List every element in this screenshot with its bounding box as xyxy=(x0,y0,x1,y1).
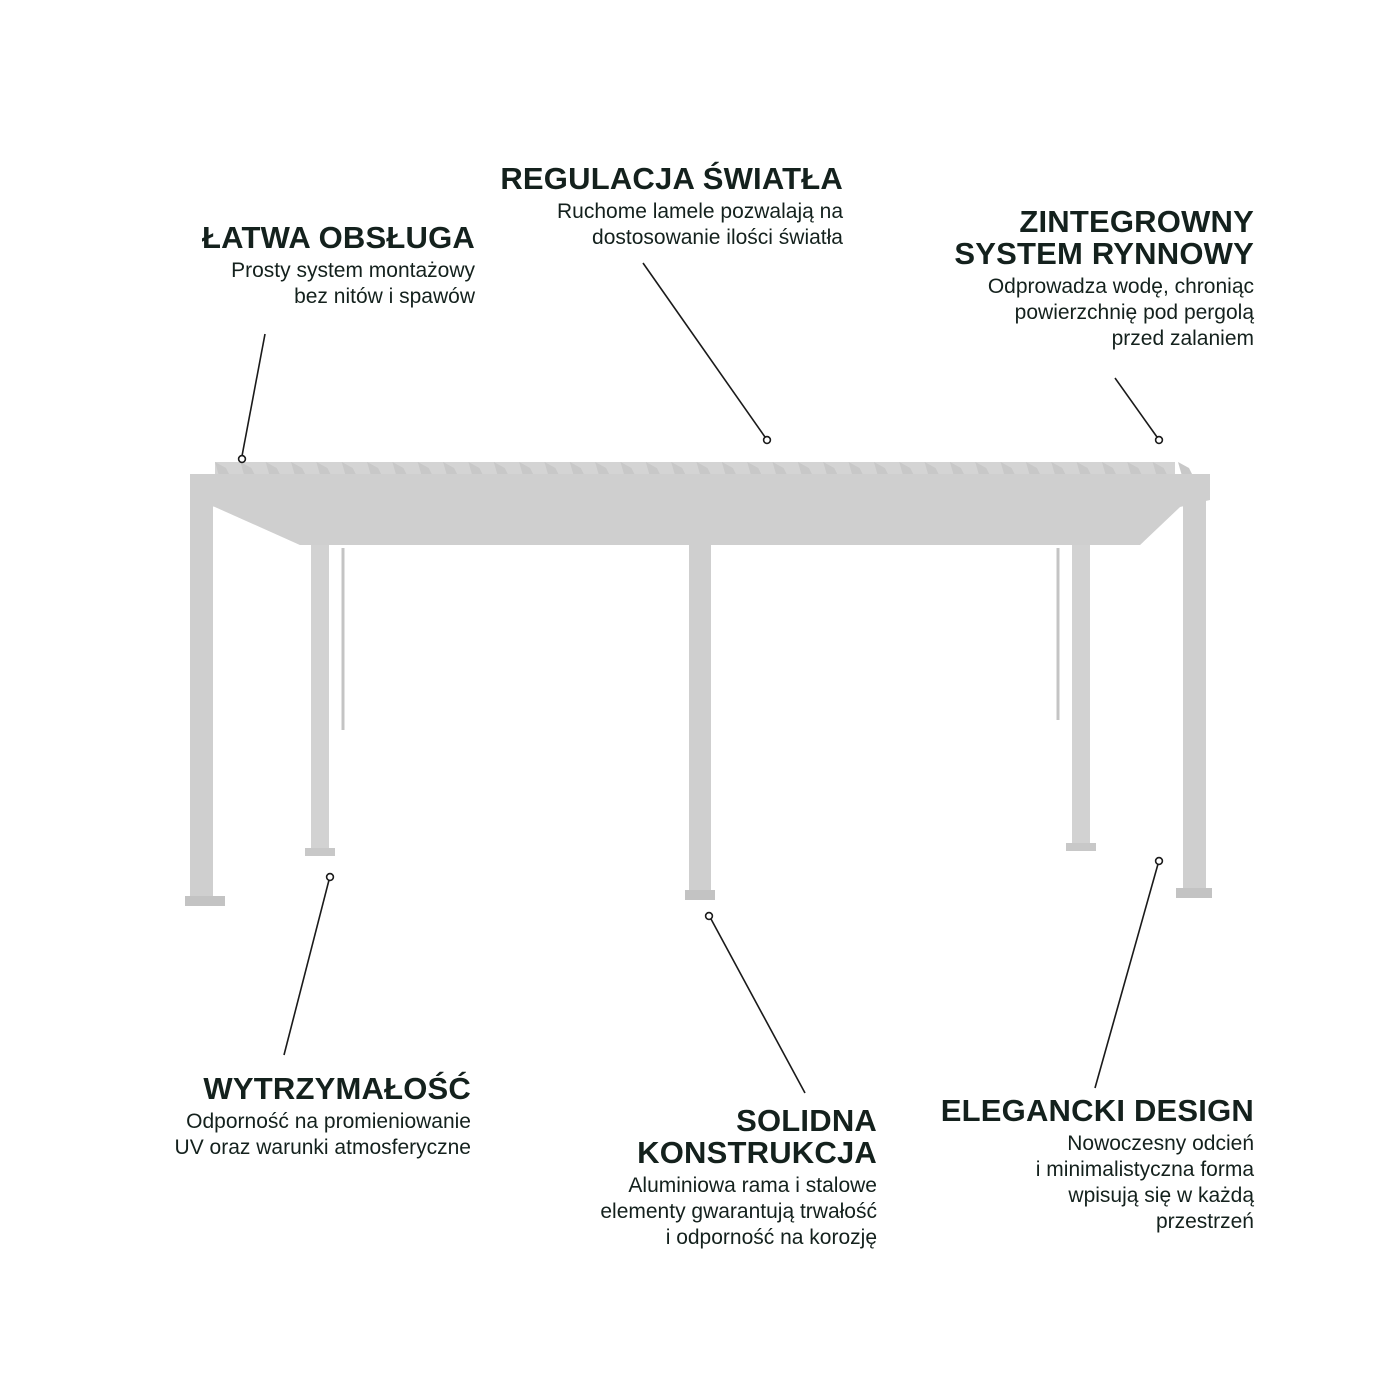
callout-regulacja-swiatla: REGULACJA ŚWIATŁA Ruchome lamele pozwala… xyxy=(500,163,843,251)
louver xyxy=(848,462,864,476)
louver xyxy=(392,462,408,476)
louver xyxy=(645,462,661,476)
anchor-dot-latwa xyxy=(237,454,247,464)
front-post-middle xyxy=(689,540,711,895)
louver xyxy=(823,462,839,476)
louver xyxy=(316,462,332,476)
louver xyxy=(443,462,459,476)
louver xyxy=(873,462,889,476)
louver xyxy=(1076,462,1092,476)
louver xyxy=(975,462,991,476)
callout-title: ZINTEGROWNY SYSTEM RYNNOWY xyxy=(954,204,1254,271)
anchor-dot-eleg xyxy=(1154,856,1164,866)
louver xyxy=(291,462,307,476)
callout-title: SOLIDNA KONSTRUKCJA xyxy=(637,1103,877,1170)
louver xyxy=(1025,462,1041,476)
back-post-left-base xyxy=(305,848,335,856)
callout-latwa-obsluga: ŁATWA OBSŁUGA Prosty system montażowy be… xyxy=(202,222,475,310)
louver xyxy=(265,462,281,476)
louver xyxy=(468,462,484,476)
leader-lines xyxy=(237,262,1164,1094)
callout-description: Ruchome lamele pozwalają na dostosowanie… xyxy=(557,200,843,249)
callout-solidna-konstrukcja: SOLIDNA KONSTRUKCJA Aluminiowa rama i st… xyxy=(600,1105,877,1251)
louver xyxy=(519,462,535,476)
leader-line-rynnowy xyxy=(1114,377,1158,438)
callout-title: WYTRZYMAŁOŚĆ xyxy=(203,1071,471,1106)
louver xyxy=(240,462,256,476)
callout-description: Odporność na promieniowanie UV oraz waru… xyxy=(174,1110,471,1159)
louver xyxy=(797,462,813,476)
louver xyxy=(949,462,965,476)
back-post-right-base xyxy=(1066,843,1096,851)
louver xyxy=(367,462,383,476)
louver xyxy=(772,462,788,476)
louver xyxy=(493,462,509,476)
callout-description: Aluminiowa rama i stalowe elementy gwara… xyxy=(600,1174,877,1249)
callout-system-rynnowy: ZINTEGROWNY SYSTEM RYNNOWY Odprowadza wo… xyxy=(954,206,1254,352)
louver xyxy=(696,462,712,476)
louver xyxy=(1051,462,1067,476)
front-post-middle-base xyxy=(685,890,715,900)
louver xyxy=(569,462,585,476)
louver xyxy=(544,462,560,476)
callout-description: Nowoczesny odcień i minimalistyczna form… xyxy=(1035,1132,1254,1233)
louver xyxy=(1178,462,1193,476)
louver xyxy=(417,462,433,476)
callout-description: Prosty system montażowy bez nitów i spaw… xyxy=(231,259,475,308)
anchor-dot-solidna xyxy=(704,911,714,921)
louver xyxy=(1000,462,1016,476)
callout-title: REGULACJA ŚWIATŁA xyxy=(500,161,843,196)
louver xyxy=(924,462,940,476)
louver xyxy=(620,462,636,476)
callout-wytrzymalosc: WYTRZYMAŁOŚĆ Odporność na promieniowanie… xyxy=(175,1073,471,1161)
callout-description: Odprowadza wodę, chroniąc powierzchnię p… xyxy=(987,275,1254,350)
front-post-right xyxy=(1183,490,1206,892)
callout-elegancki-design: ELEGANCKI DESIGN Nowoczesny odcień i min… xyxy=(941,1095,1254,1235)
louver xyxy=(1152,462,1168,476)
louver xyxy=(671,462,687,476)
leader-line-latwa xyxy=(241,333,266,457)
leader-line-eleg xyxy=(1094,863,1159,1089)
roof-louvers xyxy=(215,462,1193,476)
front-post-left xyxy=(190,500,213,900)
callout-title: ELEGANCKI DESIGN xyxy=(940,1093,1254,1128)
leader-line-regul xyxy=(642,262,766,438)
callout-title: ŁATWA OBSŁUGA xyxy=(202,220,475,255)
louver xyxy=(721,462,737,476)
louver xyxy=(215,462,230,476)
front-beam xyxy=(190,474,1210,545)
louver xyxy=(1127,462,1143,476)
louver xyxy=(595,462,611,476)
louver xyxy=(899,462,915,476)
anchor-dot-regul xyxy=(762,435,772,445)
back-post-right xyxy=(1072,545,1090,850)
front-post-right-base xyxy=(1176,888,1212,898)
louver xyxy=(1101,462,1117,476)
pergola-icon xyxy=(185,462,1212,906)
anchor-dot-rynnowy xyxy=(1154,435,1164,445)
louver xyxy=(747,462,763,476)
leader-line-solidna xyxy=(710,918,806,1094)
anchor-dot-wytrz xyxy=(325,872,335,882)
leader-line-wytrz xyxy=(283,879,330,1056)
louver xyxy=(341,462,357,476)
back-post-left xyxy=(311,545,329,855)
front-post-left-base xyxy=(185,896,225,906)
